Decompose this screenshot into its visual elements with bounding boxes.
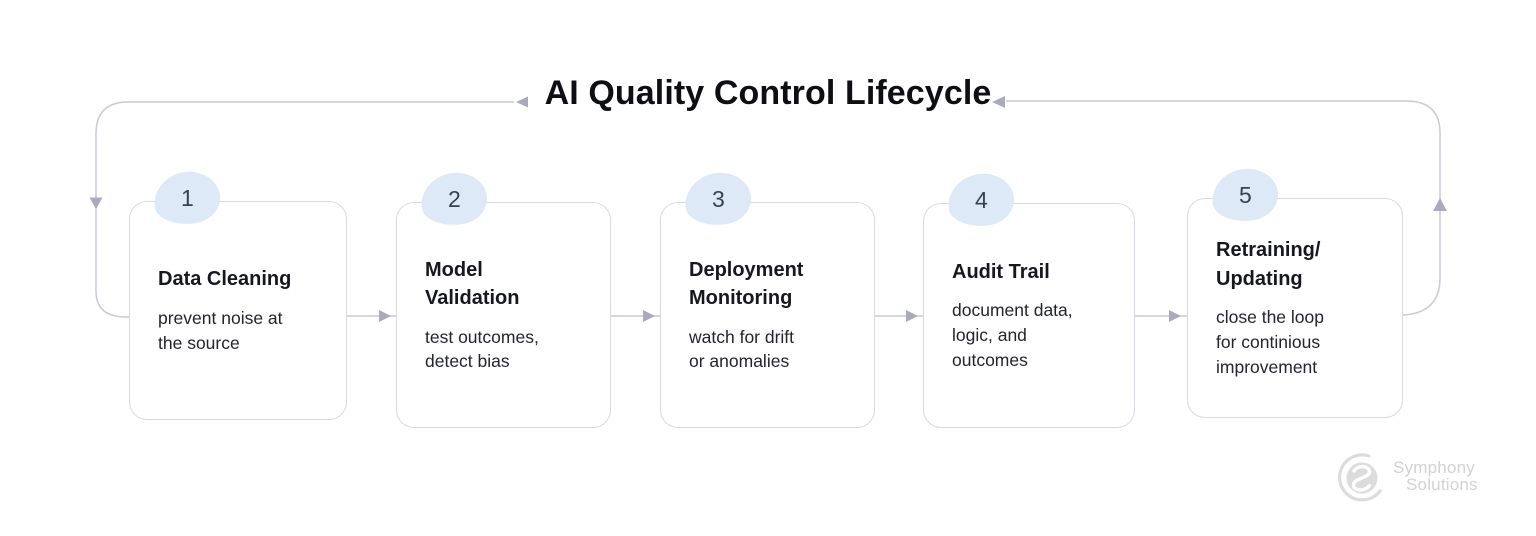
logo-line-2: Solutions [1406,475,1478,494]
step-number-badge: 5 [1209,165,1281,225]
step-description: watch for drift or anomalies [689,326,795,372]
step-title: Retraining/ Updating [1216,239,1321,290]
step-number-badge: 2 [418,169,490,229]
step-number: 2 [447,185,461,212]
step-description: document data, logic, and outcomes [952,300,1073,371]
step-card-audit-trail: 4 Audit Trail document data, logic, and … [923,170,1135,428]
step-number-badge: 3 [682,169,754,229]
step-title: Model Validation [425,258,520,310]
logo-line-1: Symphony [1393,458,1475,477]
arrowhead-step1-to-step2-icon [379,310,391,322]
step-card-data-cleaning: 1 Data Cleaning prevent noise at the sou… [129,168,347,420]
step-description: close the loop for continious improvemen… [1216,307,1324,377]
step-number-badge: 1 [151,168,223,228]
step-number: 5 [1238,181,1252,208]
step-title: Deployment Monitoring [689,258,804,310]
step-card-retraining-updating: 5 Retraining/ Updating close the loop fo… [1187,165,1403,418]
step-number: 4 [974,186,988,213]
arrowhead-step2-to-step3-icon [643,310,655,322]
arrowhead-down-left-loop-icon [89,197,103,209]
step-number: 1 [180,184,194,211]
arrowhead-step4-to-step5-icon [1169,310,1181,322]
step-card-deployment-monitoring: 3 Deployment Monitoring watch for drift … [660,169,875,428]
arrowhead-up-right-loop-icon [1433,198,1447,211]
logo-wordmark: Symphony Solutions [1393,459,1478,493]
symphony-solutions-logo: Symphony Solutions [1331,450,1478,506]
page-title: AI Quality Control Lifecycle [544,74,992,112]
step-title: Audit Trail [952,261,1050,284]
step-description: test outcomes, detect bias [425,326,539,372]
step-number: 3 [711,185,725,212]
step-number-badge: 4 [945,170,1017,230]
symphony-swirl-icon [1337,453,1382,502]
step-title: Data Cleaning [158,268,292,291]
step-description: prevent noise at the source [158,307,283,353]
step-card-model-validation: 2 Model Validation test outcomes, detect… [396,169,611,428]
arrowhead-step3-to-step4-icon [906,310,918,322]
